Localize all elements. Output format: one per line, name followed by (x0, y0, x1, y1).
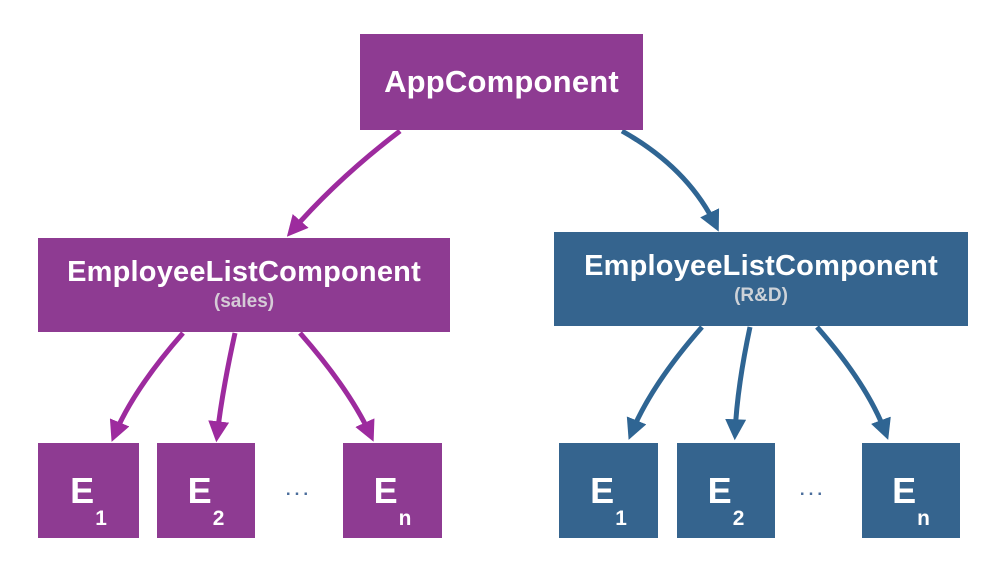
node-employee-list-sales-label: EmployeeListComponent (67, 256, 421, 289)
ellipsis-rnd: ... (799, 480, 827, 499)
leaf-base-label: E (187, 469, 212, 511)
leaf-subscript: 1 (95, 507, 107, 531)
node-app-component-label: AppComponent (384, 64, 619, 99)
arrow-sales-to-en (298, 331, 375, 442)
leaf-base-label: E (70, 469, 95, 511)
leaf-subscript: n (917, 507, 930, 531)
arrow-rnd-to-e1 (626, 325, 704, 440)
node-app-component: AppComponent (360, 34, 643, 130)
leaf-base-label: E (373, 469, 398, 511)
node-employee-list-rnd: EmployeeListComponent (R&D) (554, 232, 968, 326)
leaf-subscript: n (398, 507, 412, 531)
node-employee-list-sales: EmployeeListComponent (sales) (38, 238, 450, 332)
leaf-base-label: E (892, 469, 917, 511)
leaf-subscript: 1 (615, 507, 627, 531)
arrow-app-to-rnd-list (620, 128, 720, 232)
leaf-subscript: 2 (732, 507, 745, 531)
arrow-sales-to-e1 (109, 331, 185, 442)
arrow-sales-to-e2 (208, 332, 238, 443)
leaf-base-label: E (707, 469, 732, 511)
node-employee-list-rnd-label: EmployeeListComponent (584, 250, 938, 283)
arrow-rnd-to-en (815, 325, 891, 440)
arrow-rnd-to-e2 (725, 326, 753, 441)
arrow-app-to-sales-list (286, 129, 402, 237)
leaf-base-label: E (590, 469, 615, 511)
node-employee-list-sales-sublabel: (sales) (213, 290, 275, 312)
ellipsis-sales: ... (285, 480, 313, 499)
node-employee-list-rnd-sublabel: (R&D) (734, 284, 788, 306)
leaf-subscript: 2 (212, 507, 225, 531)
